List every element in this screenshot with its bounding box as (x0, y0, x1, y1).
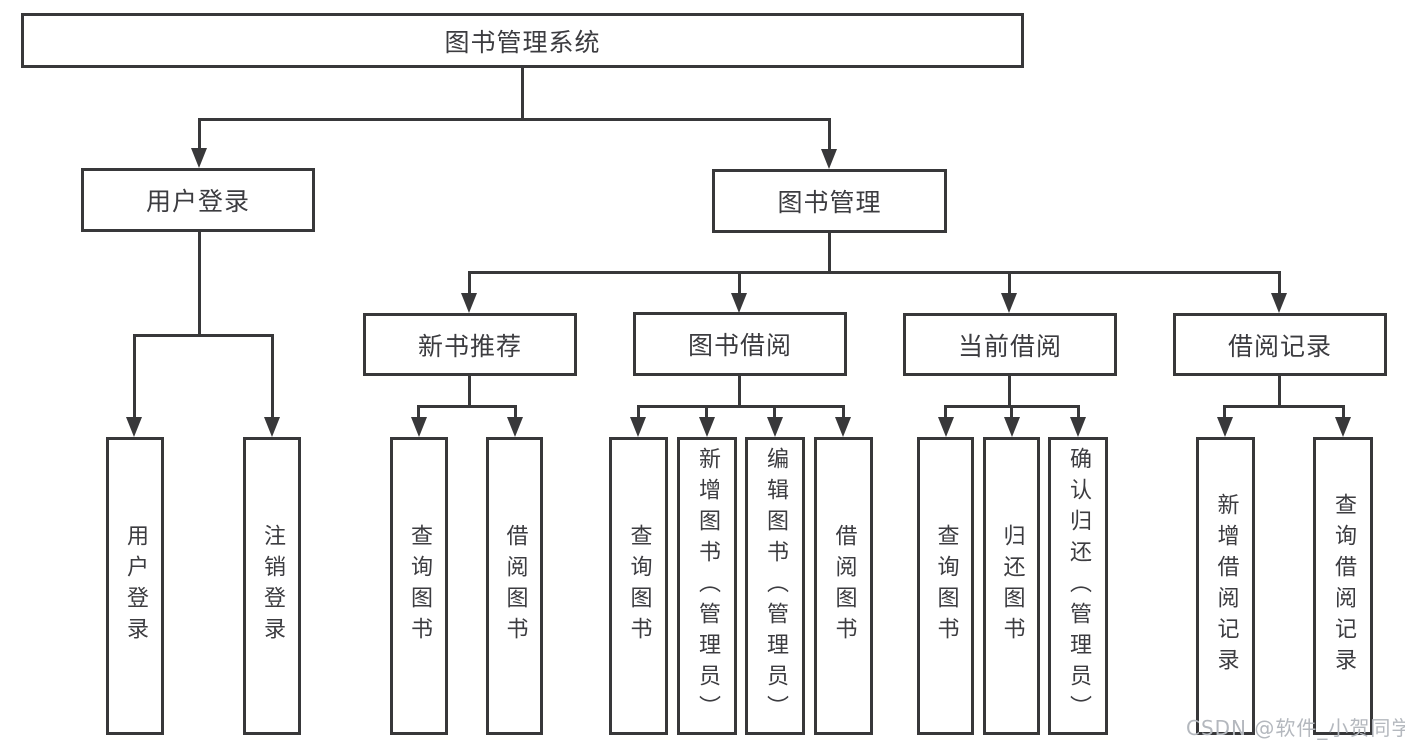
arrow-down-icon (191, 148, 207, 168)
connector-line (1278, 271, 1281, 297)
node-borrow-records-label: 借阅记录 (1227, 331, 1332, 361)
connector-line (198, 230, 201, 337)
leaf-query-books-borrow: 查询图书 (609, 437, 668, 735)
connector-line (198, 118, 831, 121)
arrow-down-icon (1217, 417, 1233, 437)
leaf-logout: 注销登录 (243, 437, 301, 735)
arrow-down-icon (835, 417, 851, 437)
node-book-management-label: 图书管理 (777, 188, 882, 217)
leaf-borrow-books-recommend-label: 借阅图书 (502, 524, 528, 648)
connector-line (773, 405, 776, 421)
connector-line (1278, 374, 1281, 408)
connector-line (1008, 271, 1011, 297)
connector-line (468, 374, 471, 408)
leaf-query-borrow-record: 查询借阅记录 (1313, 437, 1373, 735)
node-root-label: 图书管理系统 (444, 27, 601, 57)
arrow-down-icon (731, 293, 747, 313)
arrow-down-icon (1070, 417, 1086, 437)
leaf-confirm-return-admin-label: 确认归还（管理员） (1066, 446, 1091, 726)
node-book-borrow: 图书借阅 (633, 312, 847, 376)
arrow-down-icon (630, 417, 646, 437)
leaf-query-books-recommend: 查询图书 (390, 437, 448, 735)
watermark-text: CSDN @软件_小贺同学 (1186, 716, 1405, 740)
arrow-down-icon (767, 417, 783, 437)
connector-line (468, 271, 471, 297)
arrow-down-icon (699, 417, 715, 437)
node-user-login-label: 用户登录 (145, 187, 250, 216)
connector-line (1008, 374, 1011, 408)
connector-line (738, 374, 741, 408)
leaf-add-borrow-record-label: 新增借阅记录 (1213, 493, 1239, 679)
connector-line (842, 405, 845, 421)
leaf-edit-book-admin: 编辑图书（管理员） (745, 437, 805, 735)
connector-line (637, 405, 845, 408)
connector-line (1223, 405, 1226, 421)
connector-line (705, 405, 708, 421)
leaf-borrow-books-recommend: 借阅图书 (486, 437, 543, 735)
leaf-query-books-borrow-label: 查询图书 (626, 524, 652, 648)
node-user-login: 用户登录 (81, 168, 315, 232)
arrow-down-icon (507, 417, 523, 437)
connector-line (738, 271, 741, 297)
leaf-return-book-label: 归还图书 (999, 524, 1025, 648)
connector-line (417, 405, 420, 421)
connector-line (133, 334, 136, 421)
node-book-management: 图书管理 (712, 169, 947, 233)
leaf-borrow-books-borrow-label: 借阅图书 (831, 524, 857, 648)
leaf-query-books-recommend-label: 查询图书 (407, 524, 432, 648)
leaf-edit-book-admin-label: 编辑图书（管理员） (763, 446, 788, 726)
connector-line (198, 118, 201, 152)
node-new-book-recommend: 新书推荐 (363, 313, 577, 376)
arrow-down-icon (461, 293, 477, 313)
connector-line (637, 405, 640, 421)
leaf-query-borrow-record-label: 查询借阅记录 (1331, 493, 1356, 679)
arrow-down-icon (411, 417, 427, 437)
leaf-user-login-label: 用户登录 (123, 524, 148, 648)
connector-line (133, 334, 274, 337)
leaf-logout-label: 注销登录 (260, 524, 285, 648)
connector-line (514, 405, 517, 421)
connector-line (1223, 405, 1345, 408)
leaf-query-books-current-label: 查询图书 (933, 524, 959, 648)
node-borrow-records: 借阅记录 (1173, 313, 1387, 376)
leaf-add-book-admin-label: 新增图书（管理员） (695, 446, 720, 726)
arrow-down-icon (1004, 417, 1020, 437)
leaf-query-books-current: 查询图书 (917, 437, 974, 735)
connector-line (468, 271, 1281, 274)
connector-line (521, 66, 524, 121)
connector-line (1342, 405, 1345, 421)
arrow-down-icon (938, 417, 954, 437)
connector-line (828, 231, 831, 274)
connector-line (1010, 405, 1013, 421)
leaf-user-login: 用户登录 (106, 437, 164, 735)
node-book-borrow-label: 图书借阅 (687, 331, 792, 360)
connector-line (417, 405, 517, 408)
arrow-down-icon (264, 417, 280, 437)
arrow-down-icon (1001, 293, 1017, 313)
connector-line (828, 118, 831, 152)
node-current-borrow: 当前借阅 (903, 313, 1117, 376)
node-new-book-recommend-label: 新书推荐 (417, 331, 522, 361)
arrow-down-icon (821, 149, 837, 169)
connector-line (1077, 405, 1080, 421)
arrow-down-icon (126, 417, 142, 437)
connector-line (944, 405, 947, 421)
leaf-confirm-return-admin: 确认归还（管理员） (1048, 437, 1108, 735)
arrow-down-icon (1335, 417, 1351, 437)
arrow-down-icon (1271, 293, 1287, 313)
connector-line (271, 334, 274, 421)
leaf-return-book: 归还图书 (983, 437, 1040, 735)
leaf-borrow-books-borrow: 借阅图书 (814, 437, 873, 735)
node-root: 图书管理系统 (21, 13, 1024, 68)
node-current-borrow-label: 当前借阅 (957, 331, 1062, 361)
leaf-add-borrow-record: 新增借阅记录 (1196, 437, 1255, 735)
leaf-add-book-admin: 新增图书（管理员） (677, 437, 737, 735)
